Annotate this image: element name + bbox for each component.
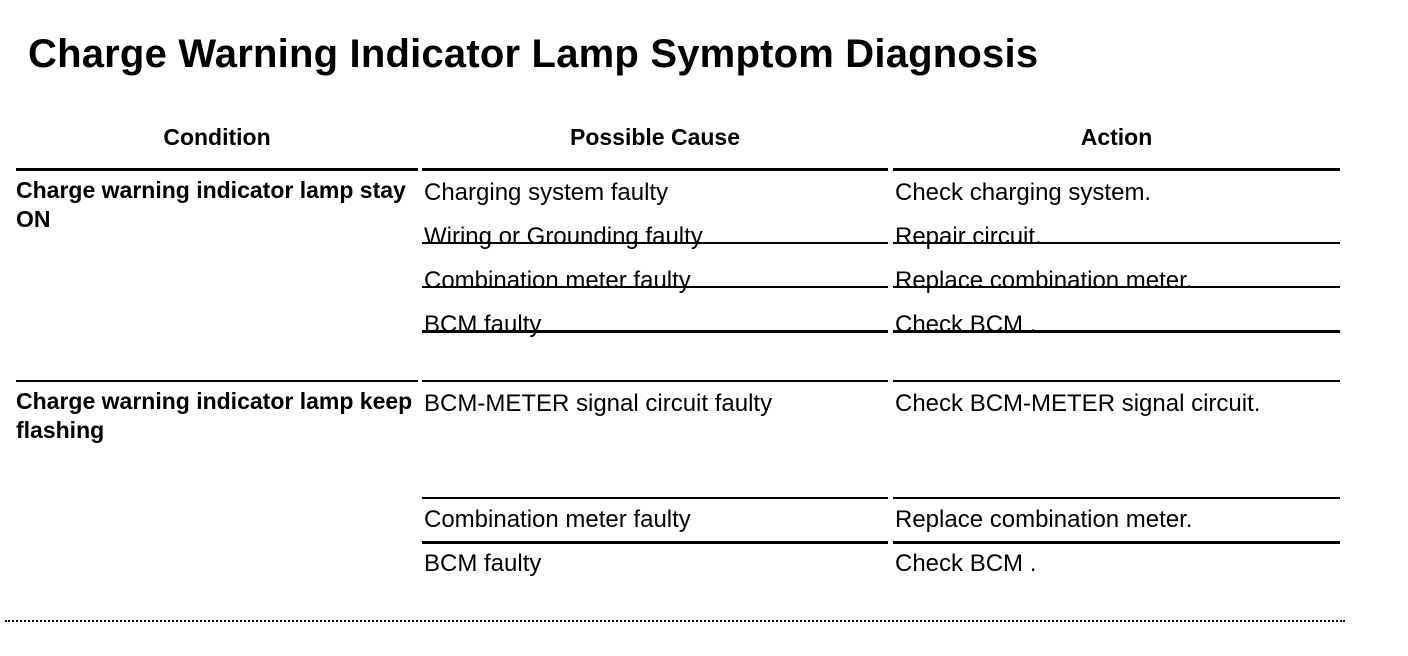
column-header-action: Action — [1080, 124, 1153, 150]
action-cell-g1r1: Check charging system. — [895, 179, 1152, 206]
table-bottom-rule — [5, 620, 1345, 622]
column-header-possible-cause: Possible Cause — [569, 124, 741, 150]
page-title: Charge Warning Indicator Lamp Symptom Di… — [28, 32, 1039, 76]
header-rule-col1 — [16, 168, 418, 171]
group-rule-col1 — [16, 380, 418, 382]
cause-cell-g1r1: Charging system faulty — [424, 179, 669, 206]
row-rule-g1r2-col2 — [422, 286, 888, 288]
row-rule-g1r3-col2 — [422, 330, 888, 333]
header-rule-col2 — [422, 168, 888, 171]
cause-cell-g1r4: BCM faulty — [424, 311, 542, 338]
condition-cell-lamp-stay-on: Charge warning indicator lamp stay ON — [16, 177, 413, 232]
row-rule-g1r3-col3 — [893, 330, 1340, 333]
row-rule-g2r1-col3 — [893, 497, 1340, 499]
row-rule-g1r1-col2 — [422, 242, 888, 244]
cause-cell-g2r2: Combination meter faulty — [424, 506, 691, 533]
group-rule-col2 — [422, 380, 888, 382]
action-cell-g2r3: Check BCM . — [895, 550, 1037, 577]
group-rule-col3 — [893, 380, 1340, 382]
action-cell-g1r3: Replace combination meter. — [895, 267, 1193, 294]
table-header-row: Condition Possible Cause Action — [16, 120, 1340, 160]
cause-cell-g2r3: BCM faulty — [424, 550, 542, 577]
cause-cell-g2r1: BCM-METER signal circuit faulty — [424, 390, 773, 417]
cause-cell-g1r2: Wiring or Grounding faulty — [424, 223, 703, 250]
action-cell-g2r1: Check BCM-METER signal circuit. — [895, 390, 1261, 417]
column-header-condition: Condition — [163, 124, 271, 150]
row-rule-g1r2-col3 — [893, 286, 1340, 288]
row-rule-g1r1-col3 — [893, 242, 1340, 244]
condition-cell-lamp-keep-flashing: Charge warning indicator lamp keep flash… — [16, 388, 419, 443]
symptom-diagnosis-table: Condition Possible Cause Action Charge w… — [5, 120, 1345, 622]
action-cell-g2r2: Replace combination meter. — [895, 506, 1193, 533]
row-rule-g2r2-col2 — [422, 541, 888, 544]
action-cell-g1r2: Repair circuit. — [895, 223, 1042, 250]
cause-cell-g1r3: Combination meter faulty — [424, 267, 691, 294]
row-rule-g2r2-col3 — [893, 541, 1340, 544]
action-cell-g1r4: Check BCM . — [895, 311, 1037, 338]
row-rule-g2r1-col2 — [422, 497, 888, 499]
header-rule-col3 — [893, 168, 1340, 171]
